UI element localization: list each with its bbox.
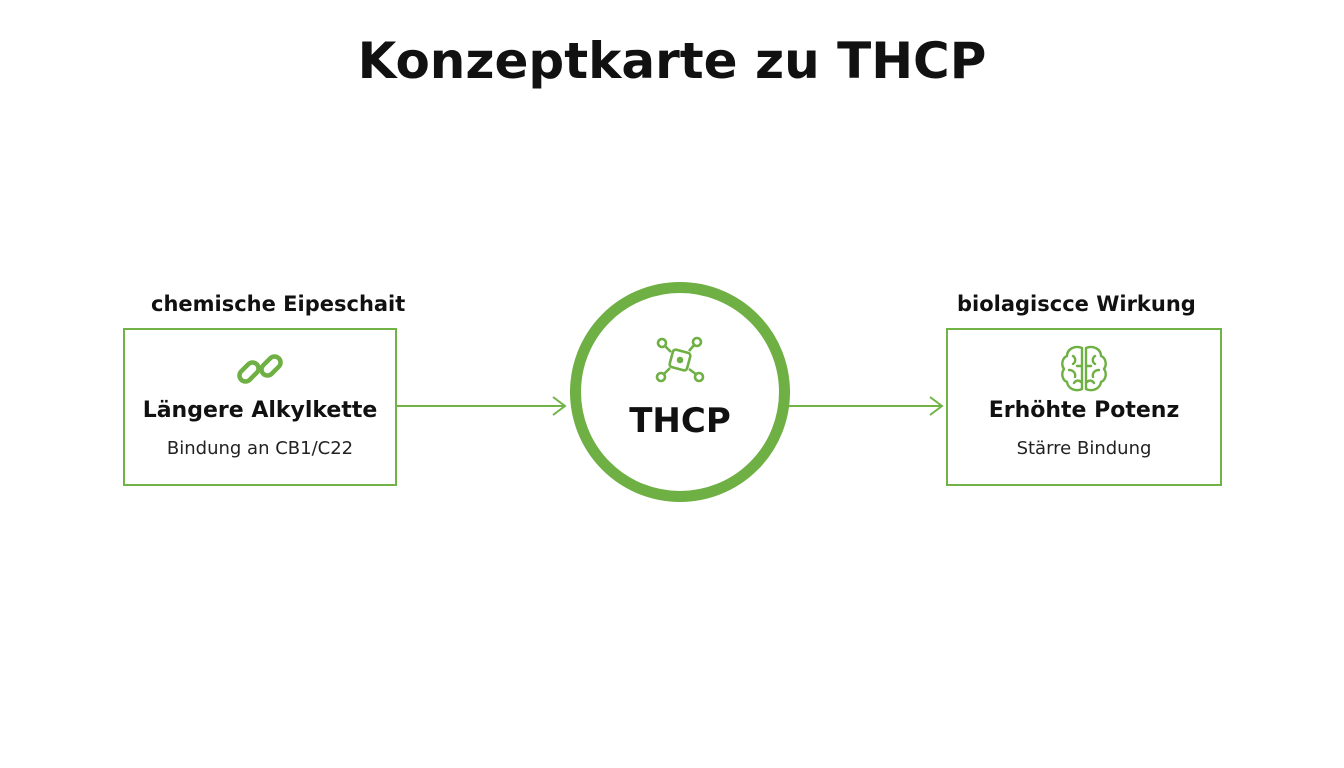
arrow-left-to-center: [397, 396, 567, 416]
center-node-thcp: THCP: [570, 282, 790, 502]
right-subtext: Stärre Bindung: [1016, 438, 1152, 459]
right-heading: Erhöhte Potenz: [988, 398, 1180, 423]
arrow-center-to-right: [789, 396, 944, 416]
brain-icon: [1061, 345, 1107, 392]
right-caption: biolagiscce Wirkung: [957, 292, 1196, 316]
right-concept-box: Erhöhte Potenz Stärre Bindung: [946, 328, 1222, 486]
left-caption: chemische Eipeschait: [151, 292, 406, 316]
chain-link-icon: [237, 354, 283, 384]
center-label: THCP: [629, 401, 731, 441]
molecule-icon: [655, 336, 705, 383]
page-title: Konzeptkarte zu THCP: [357, 32, 987, 90]
left-subtext: Bindung an CB1/C22: [166, 438, 354, 459]
left-concept-box: Längere Alkylkette Bindung an CB1/C22: [123, 328, 397, 486]
left-heading: Längere Alkylkette: [142, 398, 378, 423]
